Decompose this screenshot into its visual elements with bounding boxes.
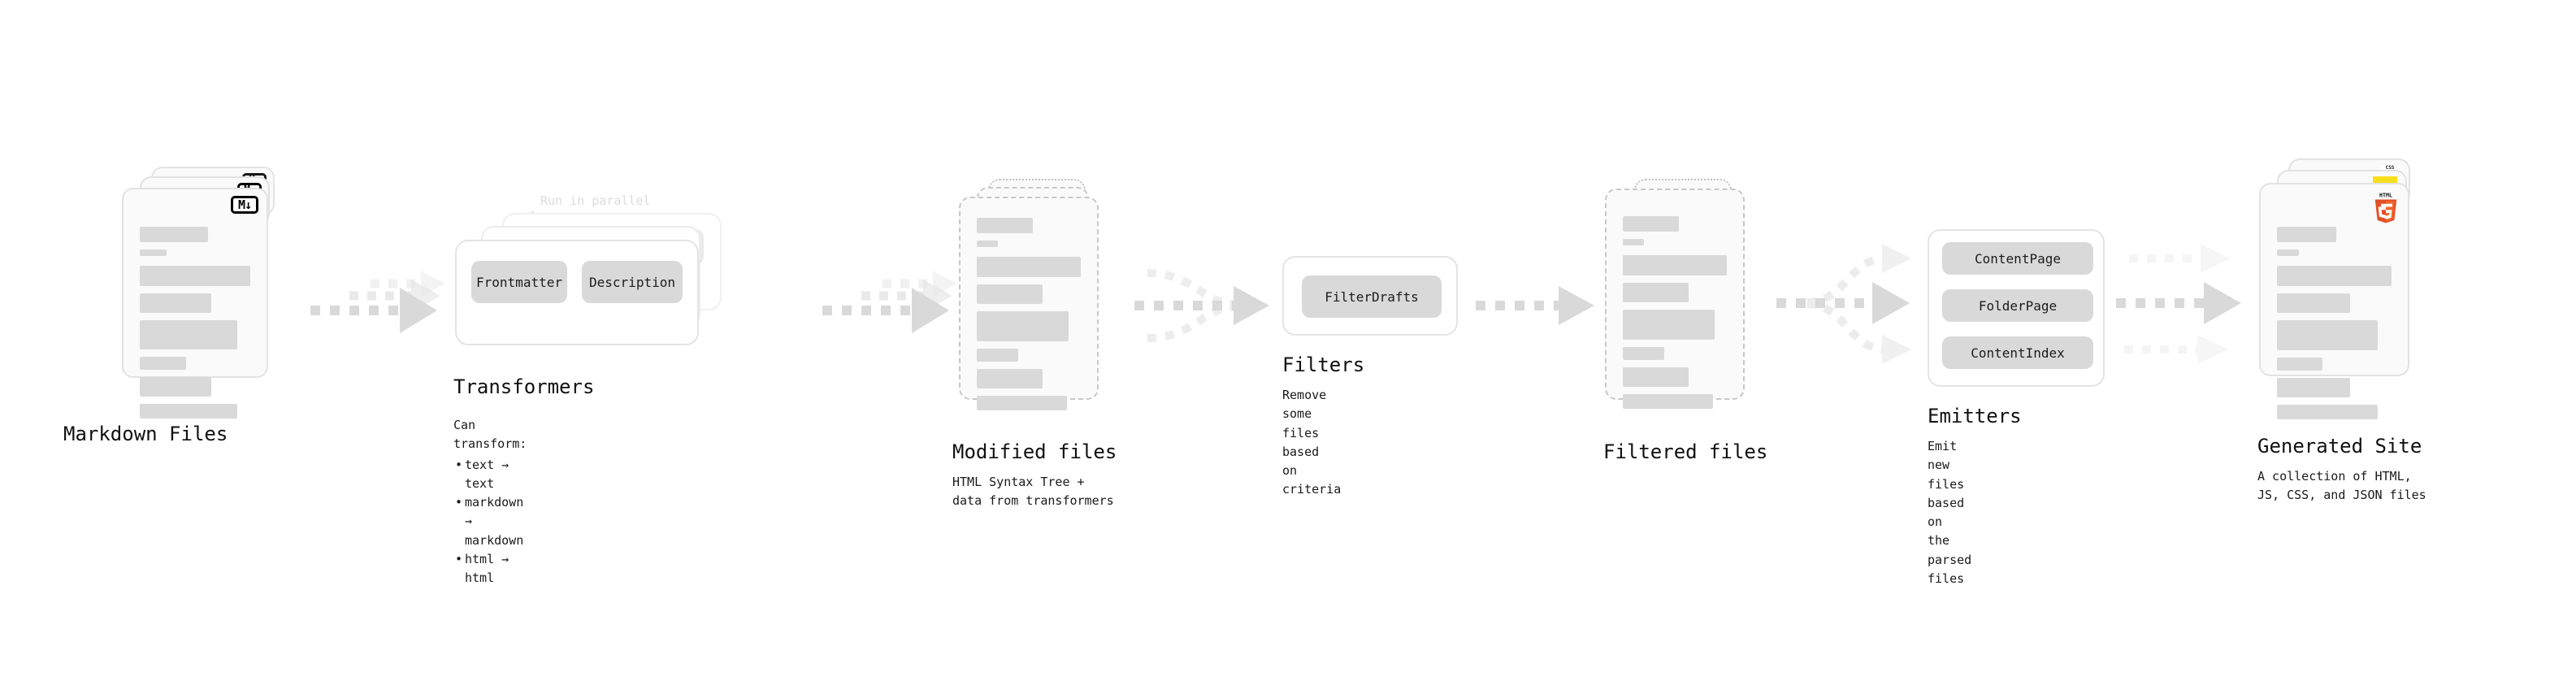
generated-site-file-stack: CSS HTML — [2259, 158, 2454, 419]
arrow-filters-to-filtered — [1476, 286, 1594, 325]
content-bar — [2277, 358, 2323, 371]
stage-title-modified-files: Modified files — [952, 440, 1117, 463]
stage-title-generated-site: Generated Site — [2257, 435, 2422, 458]
content-bar — [1623, 394, 1714, 409]
stage-title-transformers: Transformers — [453, 375, 595, 398]
generated-card-html: HTML — [2259, 183, 2409, 419]
modified-card-front — [959, 197, 1099, 410]
content-bar — [977, 349, 1019, 362]
modified-files-description: HTML Syntax Tree + data from transformer… — [952, 475, 1114, 509]
transformer-group-front: Frontmatter Description — [455, 240, 699, 345]
run-in-parallel-label: Run in parallel — [540, 193, 651, 208]
content-bar — [977, 257, 1081, 277]
content-bar — [1623, 283, 1689, 302]
emitters-description: Emit new files based on the parsed files — [1928, 439, 1972, 586]
content-bar — [1623, 239, 1644, 245]
stage-title-filters: Filters — [1282, 354, 1365, 376]
emitters-group-box: ContentPage FolderPage ContentIndex — [1928, 229, 2105, 387]
content-bar — [977, 396, 1068, 410]
emitter-chip-contentindex[interactable]: ContentIndex — [1942, 336, 2093, 369]
content-bar — [2277, 227, 2337, 242]
filters-group-box: FilterDrafts — [1282, 256, 1458, 336]
filter-chip-filterdrafts[interactable]: FilterDrafts — [1302, 275, 1442, 318]
list-item: html → html — [453, 550, 527, 588]
markdown-card-content — [124, 189, 267, 419]
transformer-chip-description[interactable]: Description — [582, 261, 683, 303]
list-item: markdown → markdown — [453, 493, 527, 550]
arrow-emitters-to-site — [2116, 244, 2241, 364]
content-bar — [977, 218, 1034, 233]
content-bar — [140, 404, 237, 419]
stage-title-markdown-files: Markdown Files — [63, 423, 228, 445]
content-bar — [140, 377, 212, 397]
content-bar — [2277, 320, 2379, 350]
content-bar — [1623, 310, 1715, 340]
arrow-modified-to-filters — [1134, 269, 1269, 342]
arrow-markdown-to-transformers — [310, 271, 445, 333]
stage-generated-site: CSS HTML — [2257, 158, 2454, 502]
filters-description: Remove some files based on criteria — [1282, 388, 1342, 497]
content-bar — [140, 293, 212, 313]
content-bar — [140, 357, 187, 370]
stage-title-emitters: Emitters — [1928, 405, 2022, 427]
modified-card-content — [961, 198, 1097, 410]
modified-file-stack — [959, 179, 1138, 423]
content-bar — [2277, 266, 2392, 286]
content-bar — [977, 284, 1043, 304]
content-bar — [140, 249, 167, 256]
content-bar — [977, 369, 1043, 388]
stage-filtered-files: Filtered files — [1603, 179, 1784, 463]
stage-title-filtered-files: Filtered files — [1603, 440, 1768, 463]
markdown-card-front: M↓ — [122, 188, 268, 419]
html5-icon: HTML — [2374, 193, 2397, 223]
content-bar — [2277, 378, 2351, 397]
stage-markdown-files: M↓ M↓ M↓ Markdown F — [63, 167, 301, 445]
content-bar — [1623, 347, 1665, 360]
generated-site-description: A collection of HTML, JS, CSS, and JSON … — [2257, 469, 2426, 503]
list-item: text → text — [453, 456, 527, 494]
filtered-file-stack — [1605, 179, 1784, 423]
transformers-description: Can transform: text → text markdown → ma… — [453, 416, 527, 588]
content-bar — [140, 266, 250, 286]
content-bar — [1623, 216, 1680, 232]
arrow-transformers-to-modified — [822, 271, 957, 333]
svg-text:HTML: HTML — [2379, 193, 2392, 199]
arrow-filtered-to-emitters — [1776, 244, 1911, 364]
content-bar — [140, 227, 209, 242]
transformers-sub-list: text → text markdown → markdown html → h… — [453, 456, 527, 588]
content-bar — [977, 311, 1069, 341]
transformers-sub-lead: Can transform: — [453, 418, 527, 452]
emitter-chip-folderpage[interactable]: FolderPage — [1942, 289, 2093, 322]
filtered-card-content — [1607, 190, 1743, 409]
markdown-badge: M↓ — [231, 196, 258, 214]
emitter-chip-contentpage[interactable]: ContentPage — [1942, 242, 2093, 275]
filtered-card-front — [1605, 189, 1745, 409]
content-bar — [2277, 249, 2299, 256]
content-bar — [140, 320, 237, 349]
generated-card-content — [2261, 184, 2408, 419]
markdown-file-stack: M↓ M↓ M↓ — [122, 167, 301, 419]
content-bar — [1623, 255, 1727, 275]
content-bar — [2277, 293, 2351, 313]
content-bar — [2277, 405, 2379, 419]
content-bar — [1623, 367, 1689, 387]
content-bar — [977, 241, 998, 247]
stage-modified-files: Modified files HTML Syntax Tree + data f… — [952, 179, 1138, 508]
transformer-chip-frontmatter[interactable]: Frontmatter — [471, 261, 567, 303]
